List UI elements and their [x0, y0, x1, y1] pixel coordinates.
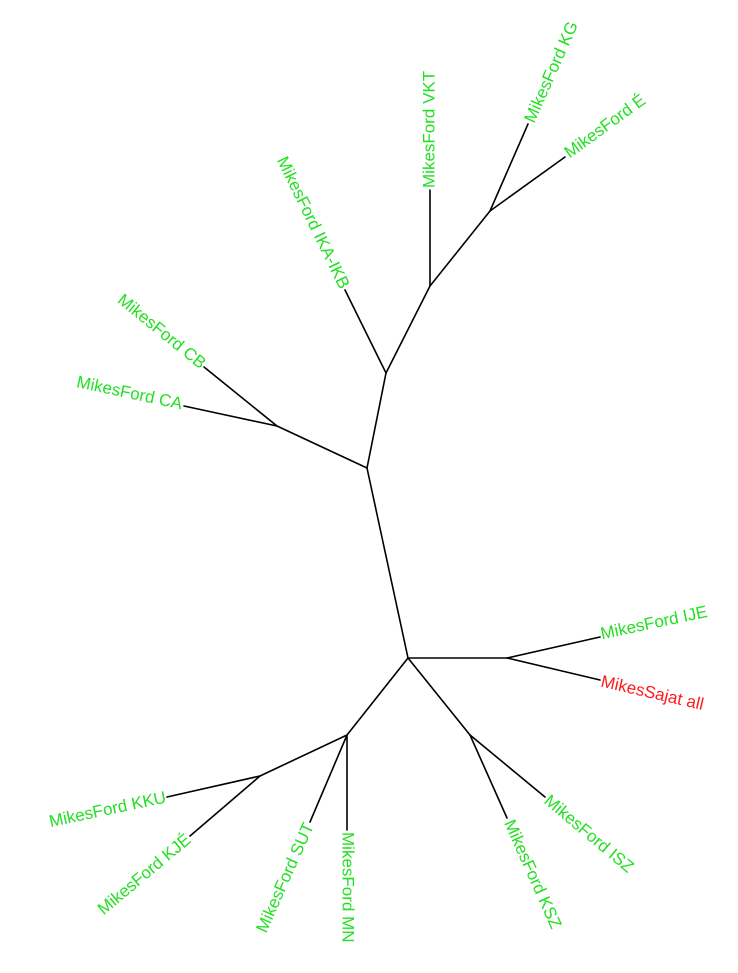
- branch-root-lower-left: [346, 657, 409, 736]
- branch-leaf-kje: [189, 775, 261, 837]
- branch-root-upper: [366, 467, 409, 659]
- leaf-label-sut: MikesFord SUT: [252, 820, 317, 936]
- branch-kje-kku-node: [259, 734, 348, 777]
- leaf-label-ca: MikesFord CA: [75, 372, 185, 413]
- branch-leaf-sajat: [506, 657, 601, 681]
- branch-leaf-ika: [344, 289, 387, 374]
- branch-upper-right: [366, 372, 387, 469]
- branch-leaf-e: [489, 156, 566, 212]
- leaf-label-ije: MikesFord IJE: [599, 602, 709, 643]
- branch-leaf-ksz: [469, 734, 508, 819]
- branch-leaf-kg: [489, 123, 529, 212]
- branch-vkt-node: [429, 210, 491, 287]
- branch-leaf-ca: [183, 405, 278, 427]
- leaf-label-e: MikesFord É: [561, 90, 649, 161]
- branch-ika-node: [385, 285, 431, 374]
- branch-leaf-cb: [203, 366, 278, 427]
- leaf-label-kg: MikesFord KG: [520, 18, 582, 125]
- leaf-label-ika: MikesFord IKA-IKB: [273, 153, 353, 291]
- leaf-labels: MikesFord KG MikesFord É MikesFord VKT M…: [47, 18, 709, 942]
- leaf-label-mn: MikesFord MN: [339, 832, 358, 943]
- leaf-label-cb: MikesFord CB: [114, 290, 210, 373]
- leaf-label-ksz: MikesFord KSZ: [500, 817, 565, 932]
- leaf-label-vkt: MikesFord VKT: [419, 71, 438, 188]
- branch-leaf-kku: [166, 775, 261, 798]
- branch-root-isz-ksz: [407, 657, 471, 736]
- branch-upper-ca-cb: [276, 425, 368, 469]
- branch-leaf-ije: [506, 636, 601, 659]
- leaf-label-kje: MikesFord KJÉ: [94, 830, 194, 919]
- branch-leaf-sut: [309, 734, 348, 823]
- internal-branches: [259, 210, 508, 777]
- branch-leaf-isz: [469, 734, 546, 798]
- leaf-label-kku: MikesFord KKU: [47, 788, 167, 831]
- terminal-branches: [166, 123, 601, 837]
- leaf-label-sajat: MikesSajat all: [599, 672, 705, 714]
- leaf-label-isz: MikesFord ISZ: [541, 791, 638, 877]
